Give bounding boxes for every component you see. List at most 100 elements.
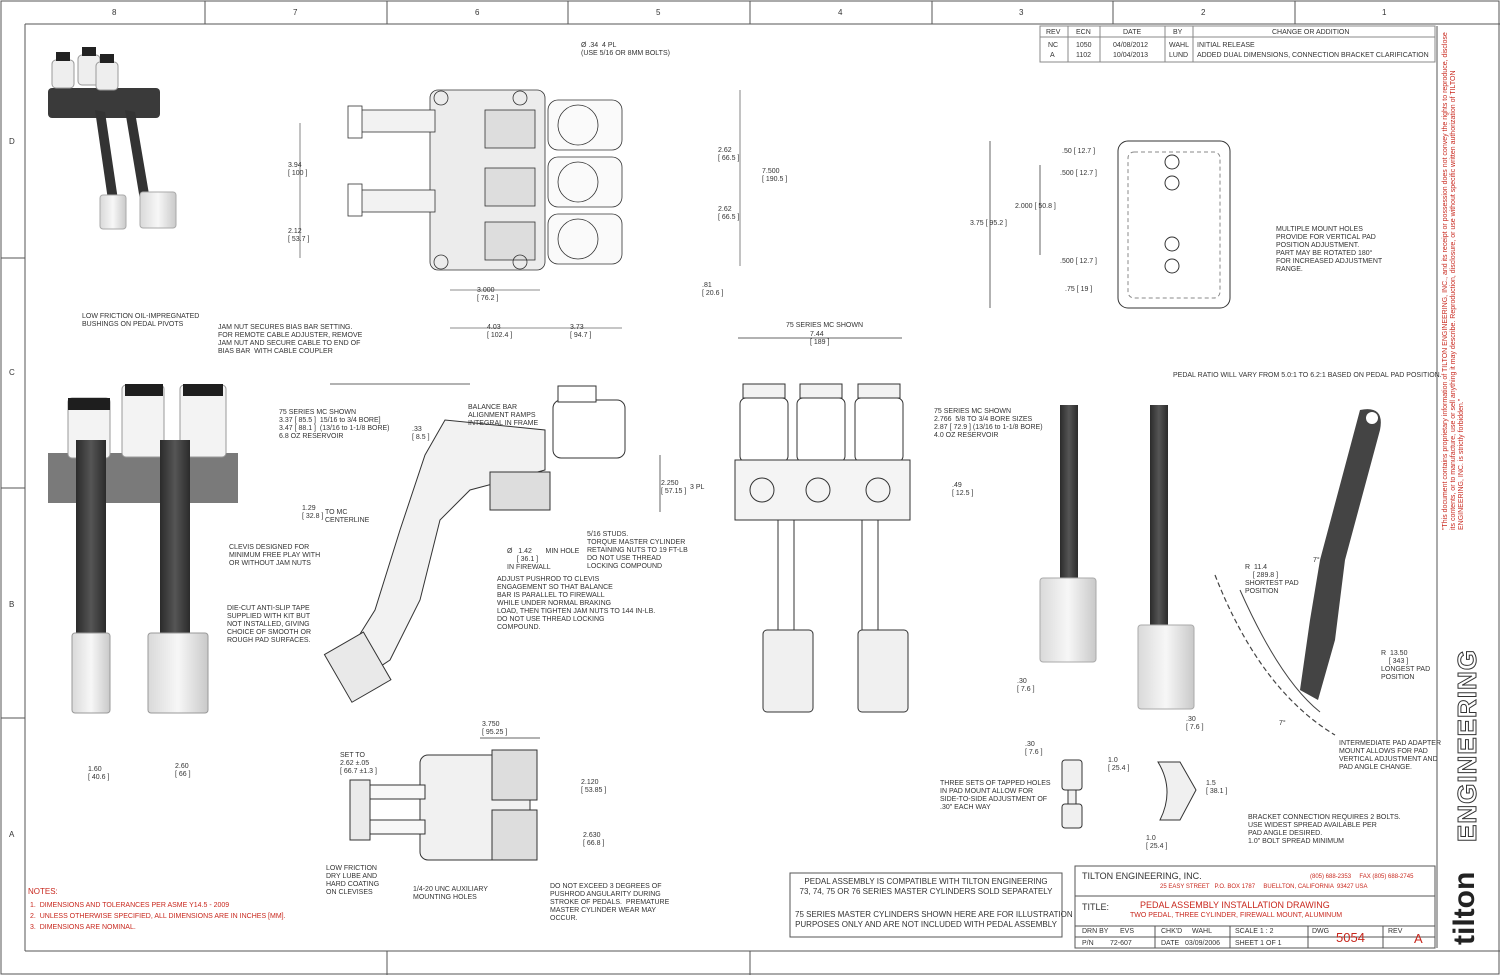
rev-cell: INITIAL RELEASE <box>1197 42 1255 49</box>
mc-callout: 75 SERIES MC SHOWN 2.766 5/8 TO 3/4 BORE… <box>934 408 1043 439</box>
brand-side-text: ENGINEERING <box>1452 648 1483 842</box>
rev-cell: NC <box>1048 42 1059 49</box>
dimension: 3.75 [ 95.2 ] <box>970 220 1007 227</box>
drawing-subtitle: TWO PEDAL, THREE CYLINDER, FIREWALL MOUN… <box>1130 912 1343 919</box>
dimension: 7.500 [ 190.5 ] <box>762 168 788 183</box>
pedal-3d-render <box>48 47 177 230</box>
rev-cell: LUND <box>1169 52 1189 59</box>
zone-label: 6 <box>475 8 480 17</box>
zone-label: D <box>9 137 15 146</box>
dimension: .33 [ 8.5 ] <box>412 426 430 441</box>
dimension: 1.0 [ 25.4 ] <box>1146 835 1168 850</box>
angle-label: 7° <box>1279 720 1286 727</box>
dimension: 3.73 [ 94.7 ] <box>570 324 592 339</box>
pn-label: P/N <box>1082 940 1094 947</box>
title-label: TITLE: <box>1082 902 1110 912</box>
rev-value: A <box>1414 931 1423 946</box>
adapter-callout: INTERMEDIATE PAD ADAPTER MOUNT ALLOWS FO… <box>1339 740 1442 771</box>
pad-details-drawing <box>1061 759 1197 829</box>
company-name: TILTON ENGINEERING, INC. <box>1082 871 1202 881</box>
zone-label: 4 <box>838 8 843 17</box>
tapped-holes-callout: THREE SETS OF TAPPED HOLES IN PAD MOUNT … <box>940 780 1051 811</box>
rev-header: DATE <box>1123 29 1142 36</box>
rev-label: REV <box>1388 928 1403 935</box>
date-label: DATE <box>1161 940 1180 947</box>
radius-callout: R 13.50 [ 343 ] LONGEST PAD POSITION <box>1381 650 1431 681</box>
pedal-ratio-note: PEDAL RATIO WILL VARY FROM 5.0:1 TO 6.2:… <box>1173 372 1442 379</box>
angularity-callout: DO NOT EXCEED 3 DEGREES OF PUSHROD ANGUL… <box>550 883 670 922</box>
drn-value: EVS <box>1120 928 1135 935</box>
set-to-callout: SET TO 2.62 ±.05 [ 66.7 ±1.3 ] <box>340 752 377 775</box>
bolt-callout: Ø .34 4 PL (USE 5/16 OR 8MM BOLTS) <box>581 42 670 57</box>
rear-view-title: 75 SERIES MC SHOWN <box>786 322 864 329</box>
bottom-view-drawing <box>349 737 540 861</box>
dimension: 7.44 [ 189 ] <box>810 331 830 346</box>
rev-cell: A <box>1050 52 1055 59</box>
compat-note: PEDAL ASSEMBLY IS COMPATIBLE WITH TILTON… <box>799 877 1053 896</box>
dimension-note: 3 PL <box>690 484 705 491</box>
dimension: 3.94 [ 100 ] <box>288 162 308 177</box>
dimension: 2.62 [ 66.5 ] <box>718 147 740 162</box>
dwg-number: 5054 <box>1336 930 1365 945</box>
dimension: 2.630 [ 66.8 ] <box>583 832 605 847</box>
rear-view-drawing <box>734 337 911 713</box>
rev-cell: 1102 <box>1076 52 1092 59</box>
dimension: .500 [ 12.7 ] <box>1060 258 1097 265</box>
balance-bar-callout: BALANCE BAR ALIGNMENT RAMPS INTEGRAL IN … <box>468 404 539 427</box>
dimension: 1.5 [ 38.1 ] <box>1206 780 1228 795</box>
dimension: 2.120 [ 53.85 ] <box>581 779 607 794</box>
bracket-callout: BRACKET CONNECTION REQUIRES 2 BOLTS. USE… <box>1248 814 1401 845</box>
tilton-logo: tilton <box>1448 871 1481 945</box>
dimension: 1.60 [ 40.6 ] <box>88 766 110 781</box>
mount-holes-note: MULTIPLE MOUNT HOLES PROVIDE FOR VERTICA… <box>1276 226 1383 273</box>
mc-callout: 75 SERIES MC SHOWN 3.37 [ 85.5 ] 15/16 t… <box>279 409 390 440</box>
sheet-value: SHEET 1 OF 1 <box>1235 940 1282 947</box>
rev-cell: WAHL <box>1169 42 1189 49</box>
pn-value: 72-607 <box>1110 940 1132 947</box>
chkd-label: CHK'D <box>1161 928 1183 935</box>
zone-label: 3 <box>1019 8 1024 17</box>
dwg-label: DWG <box>1312 928 1330 935</box>
bushings-callout: LOW FRICTION OIL-IMPREGNATED BUSHINGS ON… <box>82 313 200 328</box>
company-phone: (805) 688-2353 FAX (805) 688-2745 <box>1310 874 1414 880</box>
dimension: 1.29 [ 32.8 ] <box>302 505 324 520</box>
proprietary-notice: "This document contains proprietary info… <box>1442 32 1465 530</box>
dimension: 2.000 [ 50.8 ] <box>1015 203 1056 210</box>
side-view-drawing <box>323 383 661 703</box>
dimension: 4.03 [ 102.4 ] <box>487 324 513 339</box>
scale-value: SCALE 1 : 2 <box>1235 928 1274 935</box>
pushrod-callout: ADJUST PUSHROD TO CLEVIS ENGAGEMENT SO T… <box>497 576 656 631</box>
dimension: 2.12 [ 53.7 ] <box>288 228 310 243</box>
studs-callout: 5/16 STUDS. TORQUE MASTER CYLINDER RETAI… <box>587 531 688 570</box>
zone-label: B <box>9 600 15 609</box>
dimension: 2.250 [ 57.15 ] <box>661 480 687 495</box>
date-value: 03/09/2006 <box>1185 940 1221 947</box>
company-address: 25 EASY STREET P.O. BOX 1787 BUELLTON, C… <box>1160 884 1368 890</box>
zone-label: 5 <box>656 8 661 17</box>
rev-header: BY <box>1173 29 1183 36</box>
dimension: 2.60 [ 66 ] <box>175 763 191 778</box>
note-item: 1. DIMENSIONS AND TOLERANCES PER ASME Y1… <box>30 902 230 909</box>
dimension: .49 [ 12.5 ] <box>952 482 974 497</box>
dimension-note: TO MC CENTERLINE <box>325 509 370 524</box>
rev-cell: ADDED DUAL DIMENSIONS, CONNECTION BRACKE… <box>1197 52 1429 59</box>
zone-label: 7 <box>293 8 298 17</box>
rev-header: ECN <box>1076 29 1091 36</box>
tape-callout: DIE-CUT ANTI-SLIP TAPE SUPPLIED WITH KIT… <box>227 605 311 644</box>
dimension: 3.750 [ 95.25 ] <box>482 721 508 736</box>
lube-callout: LOW FRICTION DRY LUBE AND HARD COATING O… <box>326 865 380 896</box>
top-view-drawing <box>299 89 741 329</box>
illustration-note: 75 SERIES MASTER CYLINDERS SHOWN HERE AR… <box>795 910 1073 929</box>
radius-callout: R 11.4 [ 289.8 ] SHORTEST PAD POSITION <box>1245 564 1299 595</box>
note-item: 2. UNLESS OTHERWISE SPECIFIED, ALL DIMEN… <box>30 913 286 920</box>
note-item: 3. DIMENSIONS ARE NOMINAL. <box>30 924 136 931</box>
rev-cell: 10/04/2013 <box>1113 52 1149 59</box>
pedal-arm-views <box>1039 405 1381 736</box>
dimension: .30 [ 7.6 ] <box>1017 678 1035 693</box>
pad-plate-drawing <box>989 140 1231 309</box>
rev-header: REV <box>1046 29 1061 36</box>
drn-label: DRN BY <box>1082 928 1109 935</box>
zone-label: 1 <box>1382 8 1387 17</box>
dimension: .500 [ 12.7 ] <box>1060 170 1097 177</box>
